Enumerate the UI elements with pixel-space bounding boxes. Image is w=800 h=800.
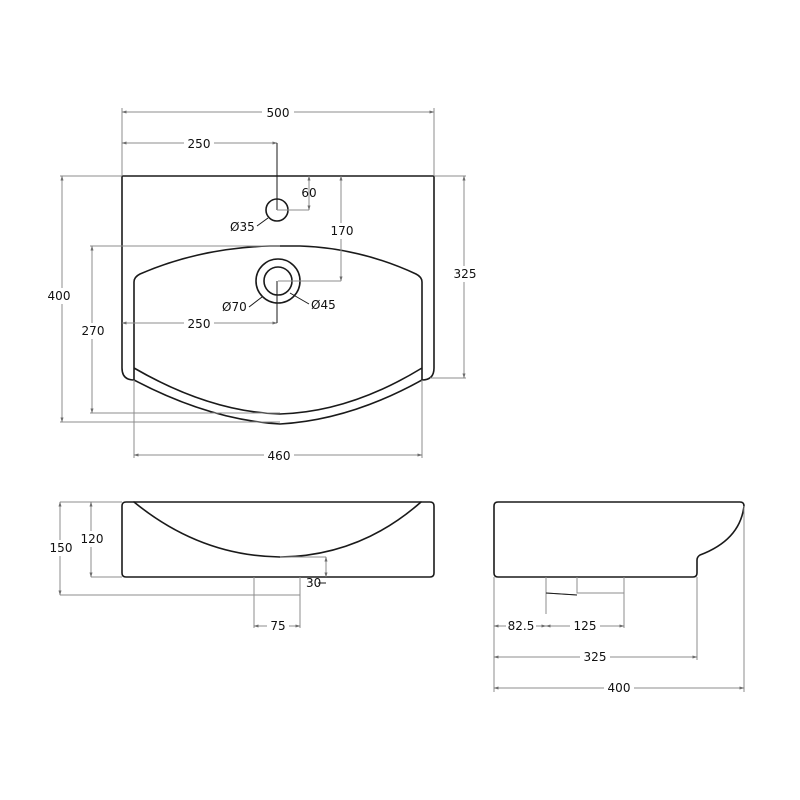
dim-waste-width: 75 <box>270 619 285 633</box>
dim-side-waste-length: 125 <box>574 619 597 633</box>
dim-rear-section: 325 <box>454 267 477 281</box>
dim-overall-depth: 400 <box>48 289 71 303</box>
label-waste-inner-diameter: Ø45 <box>311 298 336 312</box>
side-view: 82.5 125 325 400 <box>493 501 745 696</box>
dim-body-height: 120 <box>81 532 104 546</box>
dim-waste-from-back: 170 <box>331 224 354 238</box>
dim-waste-offset: 250 <box>188 317 211 331</box>
front-view-bowl-curve <box>133 501 422 558</box>
dim-bowl-width: 460 <box>268 449 291 463</box>
side-view-body-outline <box>493 501 745 578</box>
dim-overall-height: 150 <box>50 541 73 555</box>
dim-tap-from-back: 60 <box>301 186 316 200</box>
label-tap-diameter: Ø35 <box>230 220 255 234</box>
top-view-bowl-outline <box>133 245 423 425</box>
side-view-waste-pipe <box>545 577 625 628</box>
dim-side-waste-from-back: 82.5 <box>508 619 535 633</box>
dim-overall-width: 500 <box>267 106 290 120</box>
dim-side-overall-depth: 400 <box>608 681 631 695</box>
front-view-body-outline <box>121 501 435 578</box>
dim-side-body-depth: 325 <box>584 650 607 664</box>
dim-waste-drop: 30 <box>306 576 321 590</box>
dim-bowl-depth: 270 <box>82 324 105 338</box>
front-view: 150 120 30 75 <box>47 501 435 634</box>
dim-tap-offset: 250 <box>188 137 211 151</box>
top-view: 500 250 60 Ø35 170 400 270 250 <box>44 104 480 463</box>
top-view-slab-outline <box>121 175 435 381</box>
label-waste-outer-diameter: Ø70 <box>222 300 247 314</box>
